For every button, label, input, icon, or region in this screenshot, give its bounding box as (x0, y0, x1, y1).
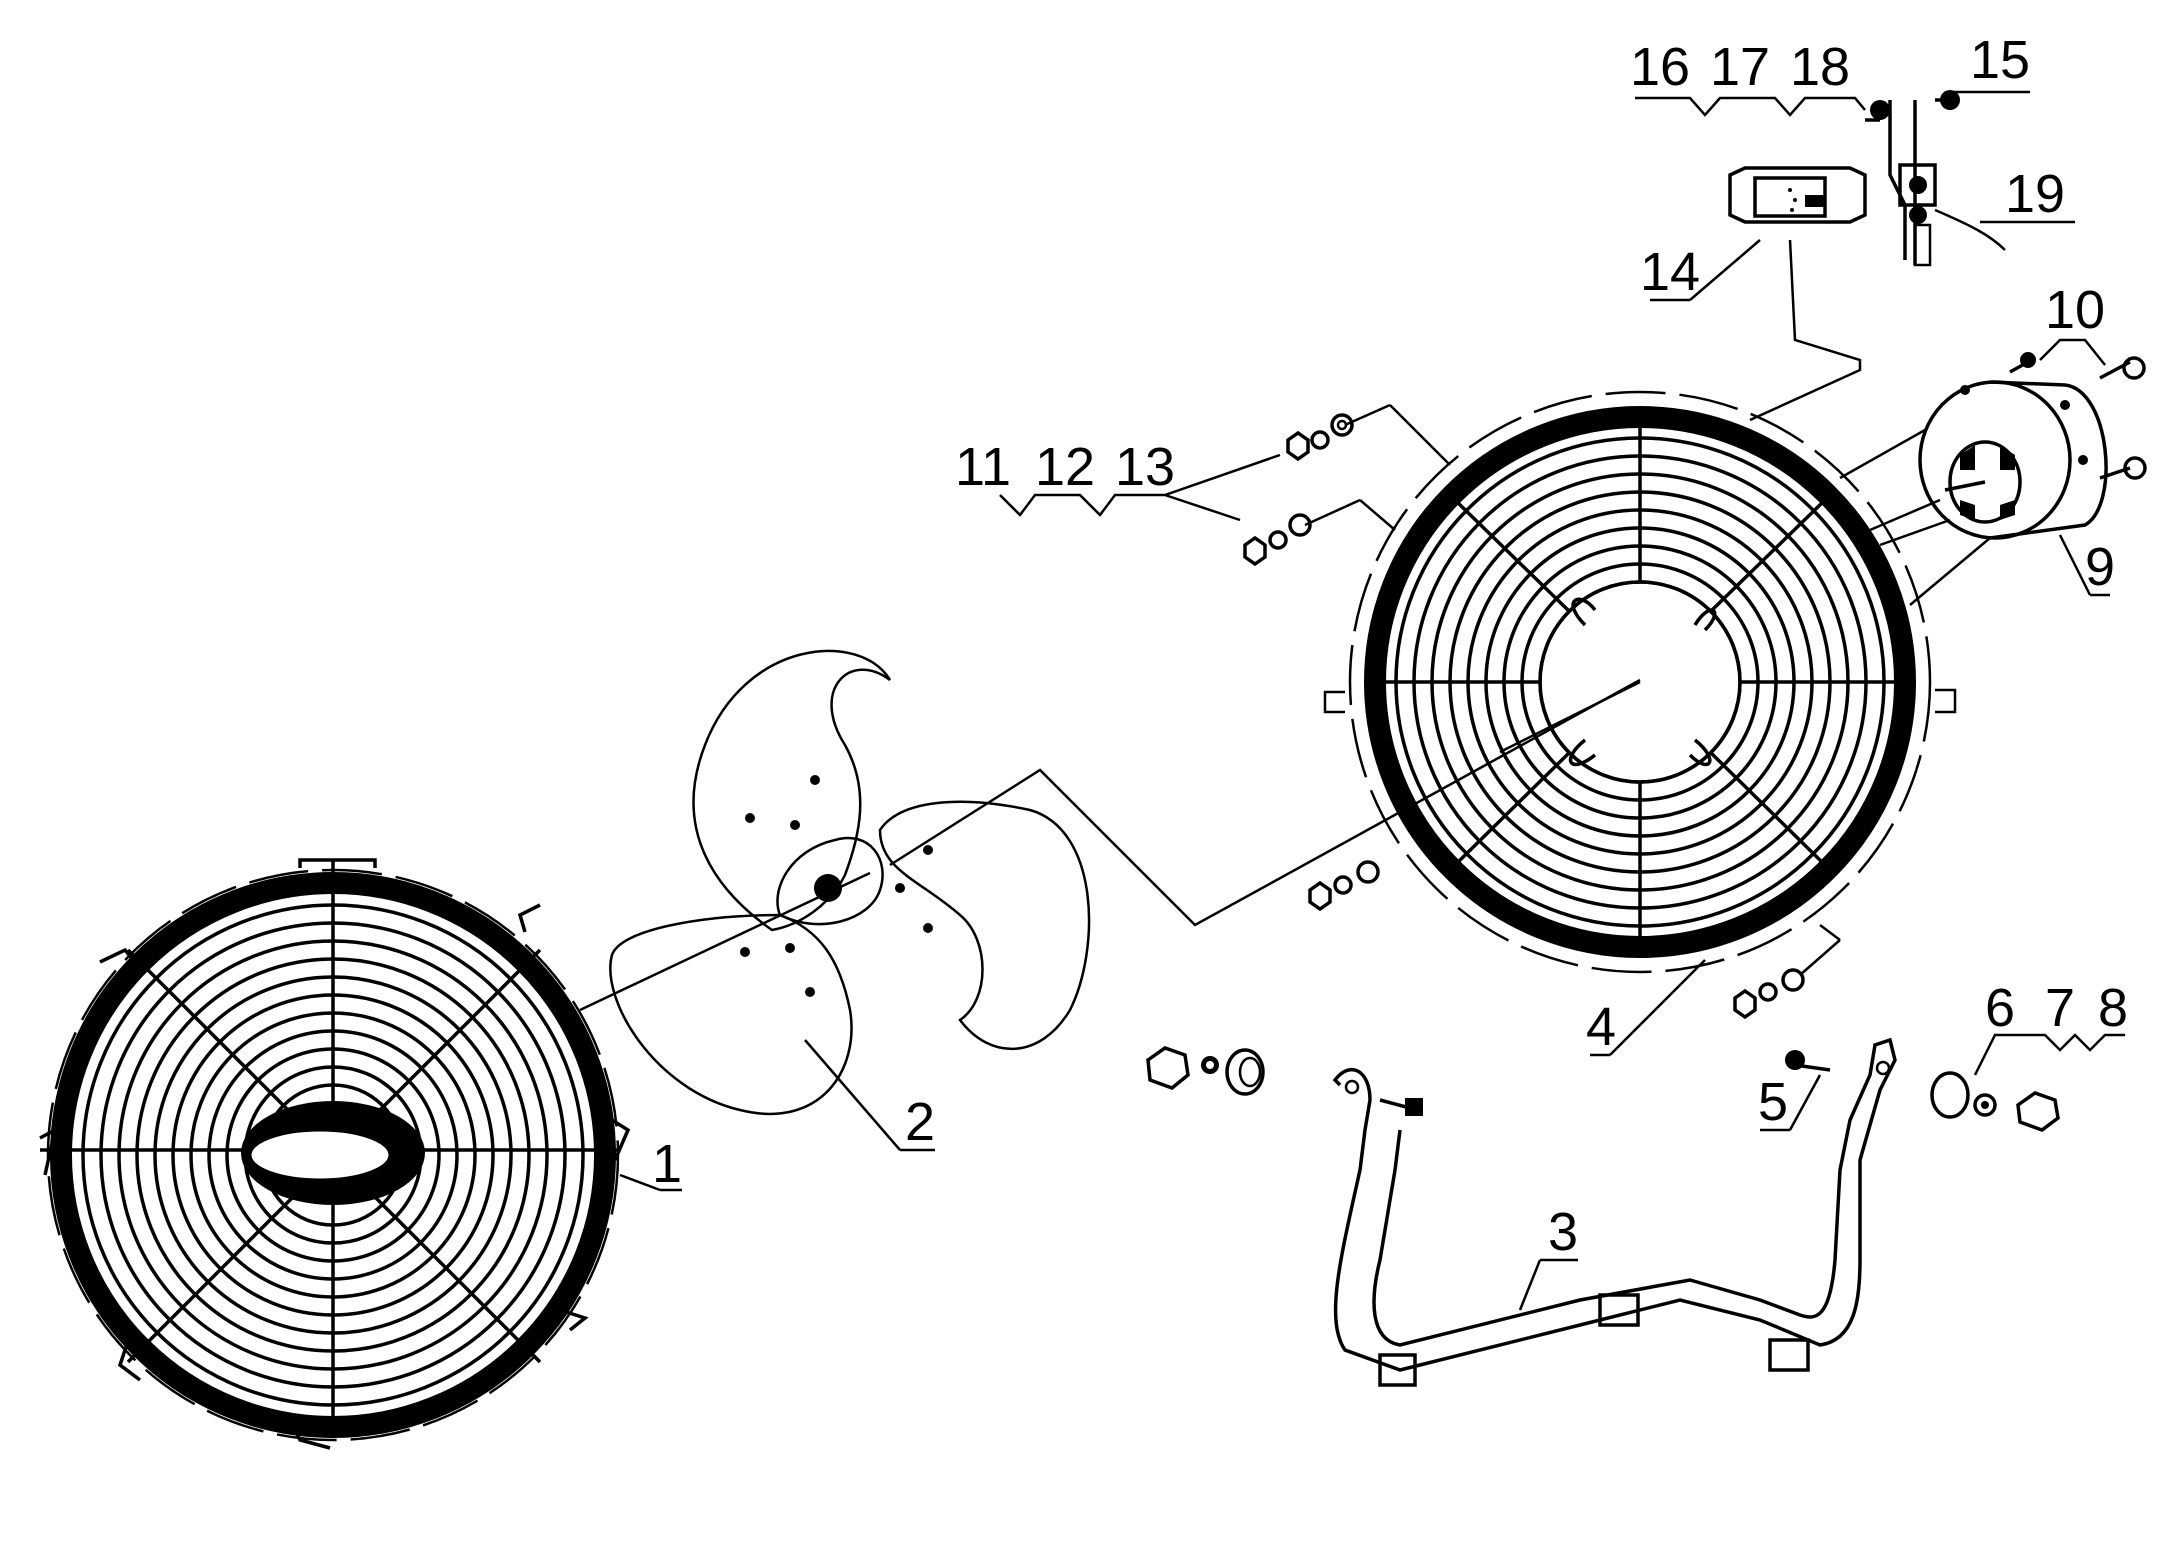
callout-9: 9 (2085, 537, 2115, 597)
callout-6: 6 (1985, 978, 2015, 1038)
callout-14: 14 (1640, 242, 1700, 302)
callout-13: 13 (1115, 437, 1175, 497)
timer-switch (1728, 166, 1867, 224)
motor (1839, 380, 2108, 606)
stand-hardware-left (1146, 1046, 1423, 1116)
callout-19: 19 (2005, 164, 2065, 224)
fan-blade (609, 649, 1091, 1116)
callout-17: 17 (1710, 37, 1770, 97)
callout-3: 3 (1548, 1202, 1578, 1262)
stand-hardware-right (1785, 1050, 2060, 1132)
stand-frame (1332, 1037, 1897, 1387)
callout-15: 15 (1970, 30, 2030, 90)
motor-screws (2009, 352, 2147, 480)
callout-11: 11 (955, 437, 1011, 497)
callout-labels: 1 2 3 4 5 6 7 8 9 10 11 12 13 14 15 16 1… (652, 30, 2128, 1262)
callout-5: 5 (1758, 1072, 1788, 1132)
callout-1: 1 (652, 1134, 682, 1194)
callout-10: 10 (2045, 280, 2105, 340)
bolt-set-lower (1733, 968, 1805, 1020)
callout-2: 2 (905, 1092, 935, 1152)
callout-4: 4 (1586, 997, 1616, 1057)
bolt-set-upper-2 (1243, 513, 1312, 567)
callout-16: 16 (1630, 37, 1690, 97)
callout-18: 18 (1790, 37, 1850, 97)
callout-12: 12 (1035, 437, 1095, 497)
bolt-set-upper-1 (1286, 413, 1354, 462)
leader-lines (579, 90, 2125, 1311)
callout-7: 7 (2045, 978, 2075, 1038)
bolt-set-middle (1308, 860, 1380, 912)
switch-bracket (1865, 90, 2006, 267)
front-grill-guard (39, 858, 631, 1450)
rear-grill-guard (1323, 390, 1957, 974)
callout-8: 8 (2098, 978, 2128, 1038)
